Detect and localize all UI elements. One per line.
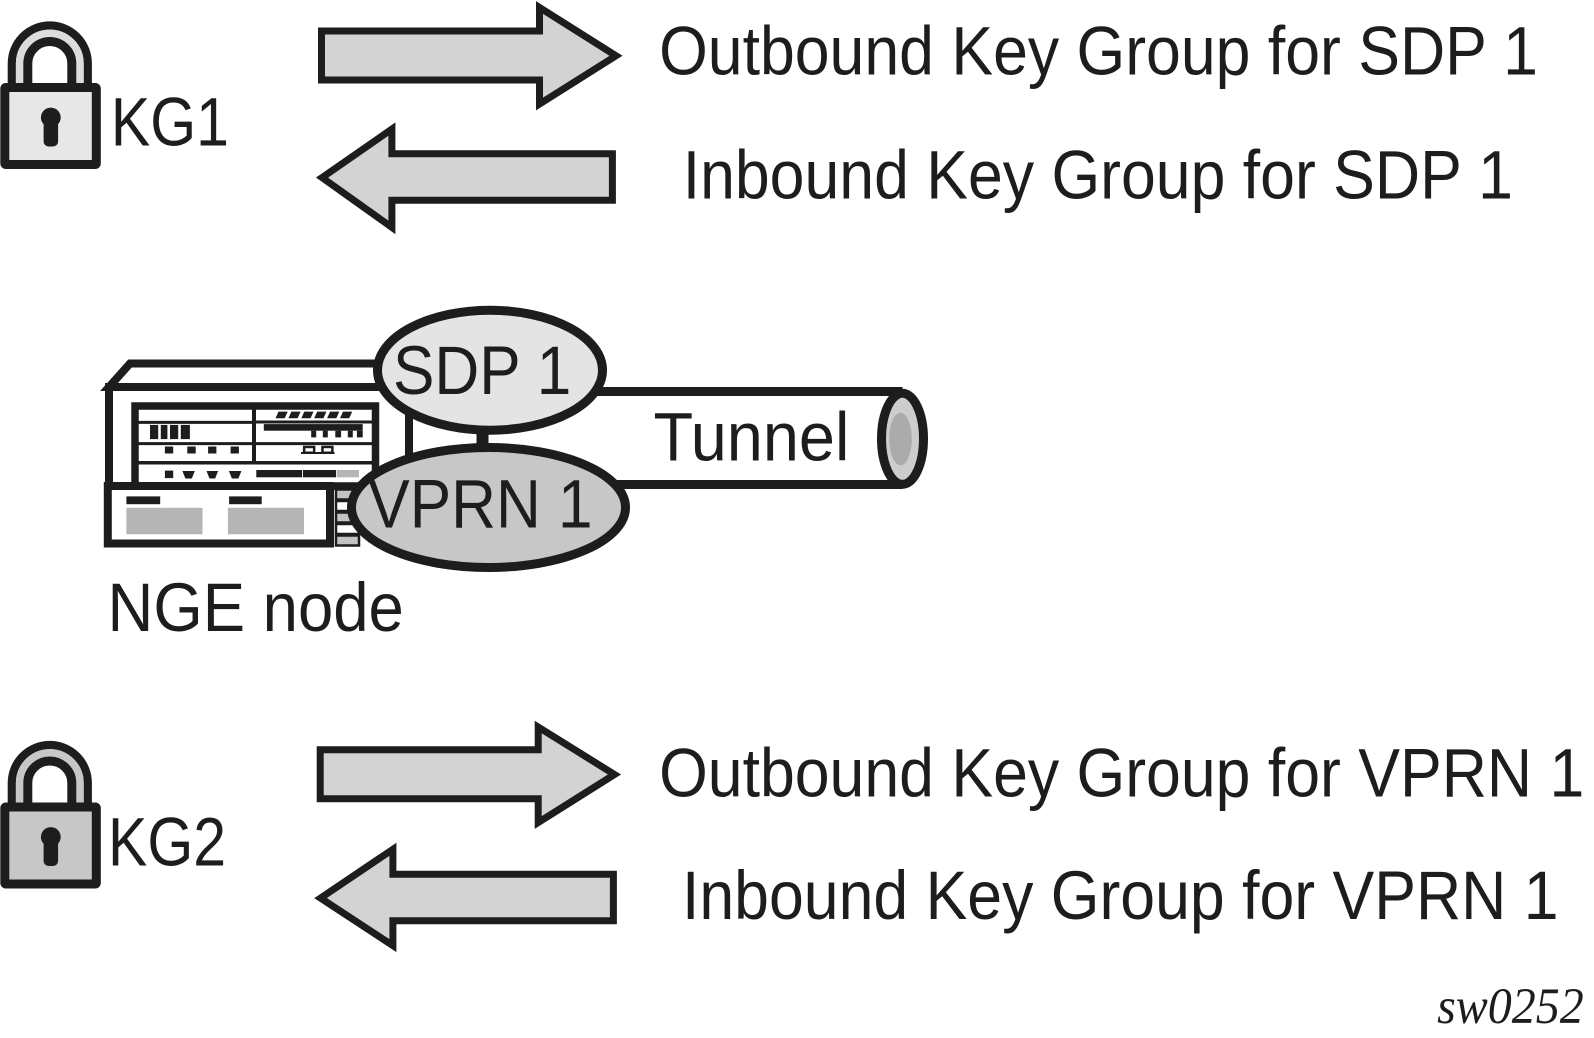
svg-text:KG2: KG2 [108,803,226,880]
svg-text:sw0252: sw0252 [1437,978,1584,1034]
svg-text:NGE node: NGE node [108,570,404,647]
svg-text:Inbound Key Group for SDP 1: Inbound Key Group for SDP 1 [683,136,1513,214]
svg-text:Outbound Key Group for SDP 1: Outbound Key Group for SDP 1 [659,12,1538,90]
svg-text:Inbound Key Group for VPRN 1: Inbound Key Group for VPRN 1 [682,856,1559,934]
svg-text:KG1: KG1 [111,83,229,160]
svg-text:Tunnel: Tunnel [654,399,850,476]
svg-text:Outbound Key Group for VPRN 1: Outbound Key Group for VPRN 1 [659,734,1584,812]
svg-text:VPRN 1: VPRN 1 [368,465,592,542]
svg-text:SDP 1: SDP 1 [393,332,571,409]
